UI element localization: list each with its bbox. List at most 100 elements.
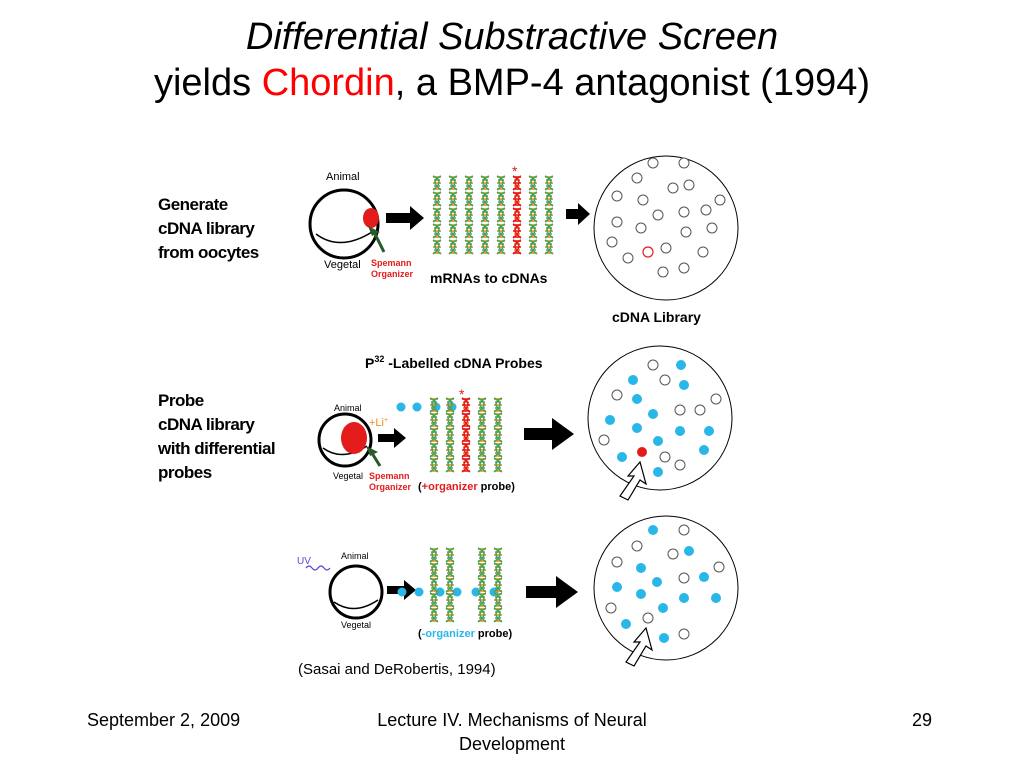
title-line-1: Differential Substractive Screen bbox=[245, 16, 779, 58]
cdna-helix bbox=[448, 239, 458, 255]
colony-circle bbox=[678, 206, 690, 218]
cdna-helix bbox=[544, 191, 554, 207]
hybridized-colony-dot bbox=[679, 380, 689, 390]
organizer-pointer-arrow-1 bbox=[368, 226, 386, 253]
spemann-label-1: Spemann bbox=[371, 258, 412, 268]
target-cdna-helix bbox=[461, 412, 471, 428]
colony-circle bbox=[700, 204, 712, 216]
cdna-helix bbox=[493, 547, 503, 563]
colony-circle bbox=[667, 182, 679, 194]
slide-title: Differential Substractive Screen yields … bbox=[0, 14, 1024, 106]
cdna-helix bbox=[464, 239, 474, 255]
colony-circle bbox=[713, 561, 725, 573]
cdna-helix bbox=[464, 175, 474, 191]
colony-circle bbox=[611, 216, 623, 228]
cdna-helix bbox=[544, 239, 554, 255]
cdna-helix bbox=[496, 239, 506, 255]
cdna-helix bbox=[429, 547, 439, 563]
cdna-helix bbox=[429, 457, 439, 473]
probe-dot bbox=[414, 587, 424, 597]
vegetal-label-1: Vegetal bbox=[324, 259, 361, 271]
probe-dot bbox=[452, 587, 462, 597]
cdna-helix bbox=[432, 239, 442, 255]
hybridized-colony-dot bbox=[612, 582, 622, 592]
cdna-helix bbox=[480, 239, 490, 255]
lithium-treatment-label: +Li+ bbox=[369, 417, 388, 429]
title-suffix: , a BMP-4 antagonist (1994) bbox=[394, 62, 871, 104]
probe-dot bbox=[412, 402, 422, 412]
step-line: Probe bbox=[158, 391, 204, 410]
cdna-helix bbox=[477, 427, 487, 443]
cdna-helix bbox=[544, 223, 554, 239]
target-cdna-helix bbox=[512, 223, 522, 239]
cdna-helix bbox=[496, 175, 506, 191]
animal-label-2: Animal bbox=[334, 403, 362, 413]
colony-circle bbox=[611, 190, 623, 202]
hybridized-colony-dot bbox=[699, 572, 709, 582]
vegetal-label-3: Vegetal bbox=[341, 620, 371, 630]
hybridized-colony-dot bbox=[711, 593, 721, 603]
target-colony-circle bbox=[642, 246, 654, 258]
colony-circle bbox=[678, 157, 690, 169]
title-line-2: yields Chordin, a BMP-4 antagonist (1994… bbox=[0, 60, 1024, 106]
hybridized-colony-dot bbox=[652, 577, 662, 587]
cdna-helix bbox=[445, 442, 455, 458]
colony-circle bbox=[697, 246, 709, 258]
step-line: from oocytes bbox=[158, 243, 259, 262]
cdna-helix bbox=[493, 412, 503, 428]
colony-circle bbox=[694, 404, 706, 416]
colony-circle bbox=[678, 628, 690, 640]
hybridized-colony-dot bbox=[679, 593, 689, 603]
target-cdna-helix bbox=[512, 239, 522, 255]
hybridized-colony-dot bbox=[676, 360, 686, 370]
cdna-helix bbox=[528, 191, 538, 207]
minus-probe-dish bbox=[593, 515, 739, 661]
cdna-helix bbox=[448, 191, 458, 207]
cdna-helix bbox=[544, 207, 554, 223]
hybridized-colony-dot bbox=[636, 563, 646, 573]
step-line: cDNA library bbox=[158, 415, 255, 434]
footer-course: Lecture IV. Mechanisms of Neural Develop… bbox=[330, 708, 694, 756]
cdna-helix bbox=[528, 239, 538, 255]
cdna-helix bbox=[496, 191, 506, 207]
cdna-helix bbox=[432, 175, 442, 191]
cdna-helix bbox=[477, 547, 487, 563]
citation: (Sasai and DeRobertis, 1994) bbox=[298, 661, 496, 678]
colony-circle bbox=[652, 209, 664, 221]
colony-circle bbox=[683, 179, 695, 191]
organizer-pointer-arrow-2 bbox=[366, 446, 382, 467]
hybridized-colony-dot bbox=[632, 394, 642, 404]
plus-organizer-probe-label: (+organizer probe) bbox=[418, 481, 515, 493]
colony-circle bbox=[647, 359, 659, 371]
negative-clone-pointer-arrow bbox=[625, 626, 654, 667]
step-generate-library: Generate cDNA library from oocytes bbox=[158, 193, 259, 265]
hybridized-colony-dot bbox=[605, 415, 615, 425]
colony-circle bbox=[678, 524, 690, 536]
colony-circle bbox=[647, 157, 659, 169]
embryo-li-treated bbox=[317, 412, 373, 468]
hybridized-colony-dot bbox=[617, 452, 627, 462]
colony-circle bbox=[606, 236, 618, 248]
hybridized-colony-dot bbox=[648, 525, 658, 535]
cdna-helix bbox=[477, 442, 487, 458]
colony-circle bbox=[598, 434, 610, 446]
cdna-helix bbox=[493, 397, 503, 413]
flow-arrow-2 bbox=[566, 203, 590, 225]
colony-circle bbox=[659, 451, 671, 463]
cdna-helix bbox=[448, 223, 458, 239]
step-line: with differential bbox=[158, 439, 276, 458]
cdna-helix bbox=[477, 607, 487, 623]
hybridized-colony-dot bbox=[632, 423, 642, 433]
flow-arrow-1 bbox=[386, 206, 424, 230]
colony-circle bbox=[680, 226, 692, 238]
hybridized-colony-dot bbox=[684, 546, 694, 556]
cdna-helix bbox=[480, 191, 490, 207]
cdna-helix bbox=[429, 412, 439, 428]
colony-circle bbox=[642, 612, 654, 624]
cdna-library-label: cDNA Library bbox=[612, 309, 701, 325]
hybridized-colony-dot bbox=[628, 375, 638, 385]
target-cdna-helix bbox=[512, 207, 522, 223]
footer-course-line-2: Development bbox=[458, 734, 566, 754]
embryo-uv-treated bbox=[328, 564, 384, 620]
